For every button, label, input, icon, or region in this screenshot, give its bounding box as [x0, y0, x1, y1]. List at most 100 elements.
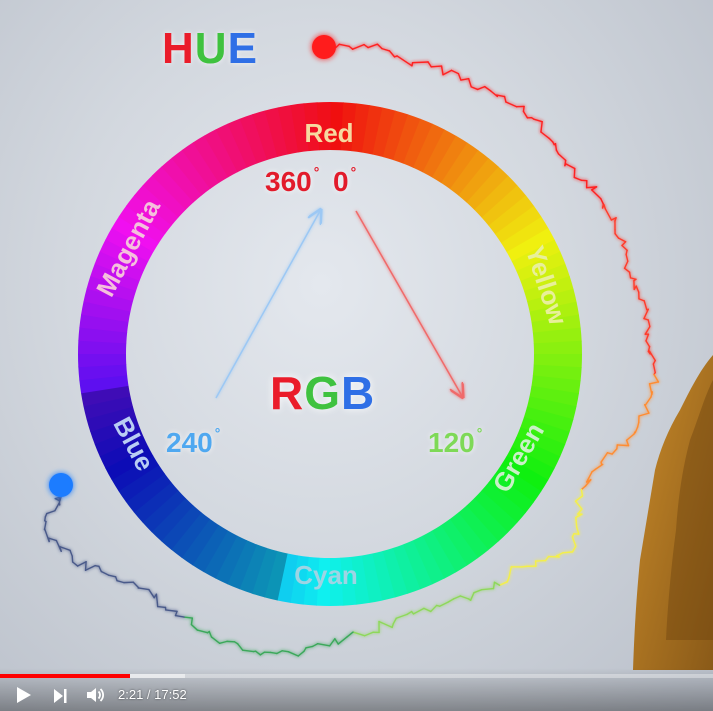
wave-segment [352, 631, 366, 637]
wave-segment [625, 253, 629, 262]
wave-segment [395, 613, 408, 619]
wave-segment [473, 588, 483, 594]
wheel-segment [340, 556, 357, 606]
wave-start-dot-red [312, 35, 336, 59]
wheel-segment [351, 103, 371, 153]
wheel-segment [431, 525, 468, 573]
wheel-segment [171, 149, 211, 196]
wheel-segment [466, 498, 509, 542]
wheel-segment [151, 166, 194, 210]
volume-button[interactable] [84, 684, 106, 706]
wave-segment [584, 479, 592, 487]
wave-segment [644, 403, 650, 414]
wave-segment [156, 605, 167, 609]
wheel-segment [506, 228, 555, 262]
wave-segment [297, 650, 305, 657]
wave-segment [98, 565, 103, 573]
wave-segment [457, 72, 462, 81]
degree-symbol: ° [214, 425, 221, 441]
hue-letter-e: E [227, 24, 258, 73]
presenter-shadow [666, 380, 713, 640]
wave-segment [574, 500, 583, 510]
wheel-segment [532, 327, 582, 344]
wheel-segment [125, 473, 172, 513]
progress-bar[interactable] [0, 674, 713, 678]
wheel-segment [524, 276, 574, 302]
wheel-segment [133, 481, 179, 523]
wheel-segment [402, 540, 433, 590]
wheel-segment [449, 150, 490, 196]
wheel-segment [203, 530, 238, 579]
wave-segment [650, 391, 653, 398]
wheel-segment [83, 288, 134, 312]
wave-segment [392, 617, 397, 625]
degree-360-label: 360° [265, 164, 319, 198]
wheel-segment [495, 205, 542, 244]
wave-segment [459, 595, 470, 600]
wave-segment [617, 237, 627, 243]
wave-segment [493, 581, 501, 586]
wave-segment [447, 598, 455, 603]
wheel-segment [523, 406, 574, 433]
arrow-red-to-green [355, 210, 462, 396]
wheel-segment [511, 436, 561, 469]
wave-segment [276, 650, 283, 655]
wave-segment [562, 551, 574, 554]
wave-segment [573, 532, 580, 535]
volume-icon [87, 688, 105, 702]
wheel-segment [457, 505, 499, 551]
wave-segment [190, 623, 199, 631]
wave-segment [636, 421, 640, 428]
wave-segment [54, 497, 61, 502]
wheel-segment [94, 250, 144, 281]
wheel-segment [466, 166, 509, 211]
wheel-segment [105, 446, 154, 480]
wave-segment [575, 513, 583, 519]
wheel-segment [474, 175, 518, 218]
wave-segment [470, 86, 479, 91]
rgb-letter-g: G [304, 367, 342, 419]
wave-segment [348, 45, 354, 50]
wave-segment [71, 561, 79, 567]
wave-segment [412, 607, 425, 615]
wave-segment [629, 277, 637, 280]
wave-segment [59, 496, 62, 502]
wheel-segment [78, 340, 127, 354]
label-red: Red [304, 118, 353, 148]
wave-segment [242, 649, 255, 653]
wave-segment [378, 620, 393, 629]
wave-segment [645, 340, 651, 348]
wave-segment [148, 588, 155, 599]
next-button[interactable] [50, 686, 70, 706]
wave-segment [430, 604, 438, 613]
wave-segment [506, 577, 510, 583]
wave-segment [335, 43, 341, 49]
wave-segment [505, 101, 518, 108]
wave-segment [196, 629, 209, 634]
wave-segment [259, 651, 266, 656]
wheel-segment [303, 102, 320, 152]
wheel-segment [371, 551, 396, 601]
wheel-segment [488, 195, 535, 235]
wheel-segment [501, 216, 549, 253]
wheel-segment [99, 436, 149, 469]
play-button[interactable] [12, 684, 34, 706]
wheel-segment [215, 535, 248, 585]
wave-segment [174, 610, 178, 617]
wheel-segment [81, 300, 131, 323]
wheel-segment [264, 550, 288, 601]
wave-segment [594, 463, 604, 471]
wave-segment [555, 149, 560, 155]
wave-segment [287, 650, 299, 657]
wave-segment [623, 260, 629, 270]
degree-symbol: ° [313, 164, 320, 180]
hue-letter-u: U [194, 24, 228, 73]
wave-segment [116, 579, 125, 584]
wheel-segment [481, 482, 526, 524]
wave-segment [305, 645, 314, 649]
wave-segment [585, 471, 593, 483]
wave-segment [367, 43, 379, 49]
wave-segment [69, 549, 73, 557]
wheel-segment [529, 385, 579, 408]
